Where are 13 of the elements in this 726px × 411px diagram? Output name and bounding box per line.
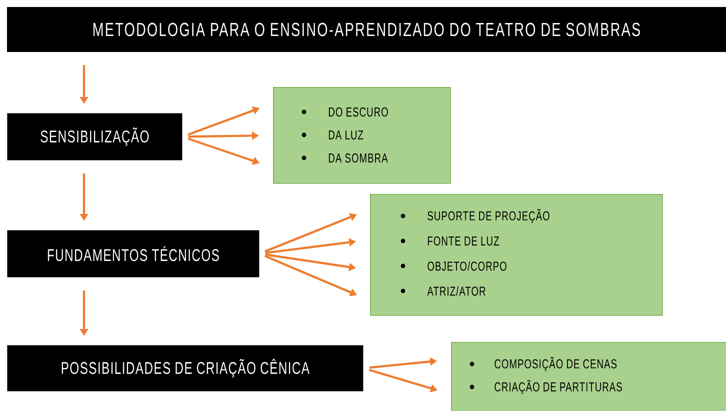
list-item: FONTE DE LUZ xyxy=(428,236,499,246)
list-item: OBJETO/CORPO xyxy=(428,261,506,271)
list-item: CRIAÇÃO DE PARTITURAS xyxy=(494,380,622,394)
list-item: DA SOMBRA xyxy=(328,153,388,163)
title-band: METODOLOGIA PARA O ENSINO-APRENDIZADO DO TEATRO DE SOMBRAS xyxy=(7,7,726,52)
step-box: POSSIBILIDADES DE CRIAÇÃO CÊNICA xyxy=(7,345,364,392)
list-item: ATRIZ/ATOR xyxy=(427,286,486,296)
list-item: COMPOSIÇÃO DE CENAS xyxy=(494,356,617,372)
list-item: SUPORTE DE PROJEÇÃO xyxy=(428,208,550,224)
step-box: SENSIBILIZAÇÃO xyxy=(7,113,182,160)
list-item: DA LUZ xyxy=(328,130,364,140)
list-item: DO ESCURO xyxy=(328,107,388,117)
step-box: FUNDAMENTOS TÉCNICOS xyxy=(7,230,260,278)
